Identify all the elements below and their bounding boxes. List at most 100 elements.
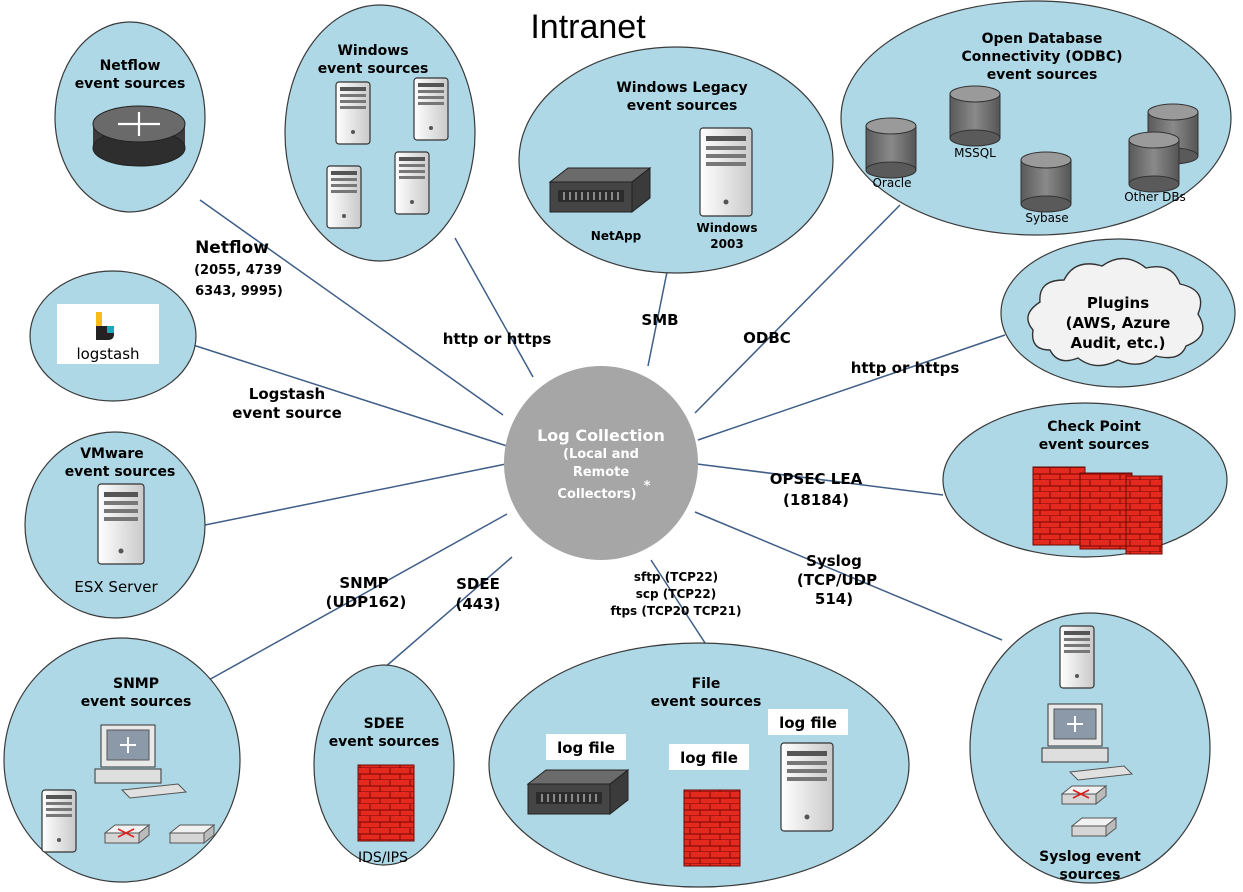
link-plugins bbox=[697, 334, 1006, 441]
proto-syslog-line2: (TCP/UDP bbox=[797, 571, 877, 589]
checkpoint-title-line2: event sources bbox=[1039, 437, 1150, 453]
proto-snmp-line1: SNMP bbox=[339, 574, 388, 592]
proto-file-line2: scp (TCP22) bbox=[636, 587, 716, 601]
database-icon bbox=[1020, 151, 1072, 213]
syslog-sources-node: Syslog event sources bbox=[969, 612, 1211, 884]
server-icon bbox=[394, 151, 430, 215]
windows-2003-label-line1: Windows bbox=[697, 221, 758, 235]
log-collection-hub: Log Collection (Local and Remote Collect… bbox=[504, 366, 698, 560]
vmware-title-line1: VMware bbox=[80, 446, 144, 462]
proto-logstash-line1: Logstash bbox=[249, 385, 325, 403]
file-sources-node: File event sources log file log file log… bbox=[488, 642, 910, 888]
snmp-title-line2: event sources bbox=[81, 694, 192, 710]
server-icon bbox=[335, 81, 371, 145]
checkpoint-sources-node: Check Point event sources bbox=[942, 402, 1228, 558]
proto-netflow-line3: 6343, 9995) bbox=[195, 284, 283, 299]
link-checkpoint bbox=[696, 463, 944, 496]
firewall-icon bbox=[1032, 466, 1163, 555]
link-logstash bbox=[192, 344, 508, 447]
netapp-rack-icon bbox=[549, 167, 651, 213]
server-icon bbox=[41, 789, 77, 853]
logstash-sources-node: logstash bbox=[29, 270, 197, 402]
diagram-title: Intranet bbox=[530, 8, 646, 46]
proto-netflow-line1: Netflow bbox=[195, 238, 269, 258]
desktop-pc-icon bbox=[1041, 703, 1109, 763]
proto-opsec-line2: (18184) bbox=[783, 491, 849, 509]
netflow-sources-node: Netflow event sources bbox=[54, 21, 206, 213]
windows-title-line2: event sources bbox=[318, 61, 429, 77]
database-icon bbox=[865, 117, 917, 179]
esx-server-label: ESX Server bbox=[74, 578, 158, 596]
db-other-label: Other DBs bbox=[1124, 190, 1186, 204]
log-file-tag-3: log file bbox=[779, 714, 837, 732]
proto-smb: SMB bbox=[641, 311, 678, 329]
db-oracle-label: Oracle bbox=[872, 176, 911, 190]
windows-sources-node: Windows event sources bbox=[284, 4, 476, 262]
switch-icon bbox=[1071, 817, 1117, 837]
link-snmp bbox=[197, 513, 508, 687]
server-icon bbox=[326, 165, 362, 229]
proto-sdee-line1: SDEE bbox=[456, 575, 500, 593]
logstash-logo-text: logstash bbox=[76, 345, 139, 363]
netflow-title-line1: Netflow bbox=[100, 58, 161, 74]
odbc-title-line1: Open Database bbox=[982, 31, 1103, 47]
checkpoint-title-line1: Check Point bbox=[1047, 419, 1141, 435]
firewall-icon bbox=[357, 764, 415, 842]
plugins-title-line3: Audit, etc.) bbox=[1070, 334, 1165, 352]
windows-title-line1: Windows bbox=[337, 43, 408, 59]
link-windows-legacy bbox=[647, 271, 668, 367]
sdee-title-line1: SDEE bbox=[364, 716, 405, 732]
firewall-icon bbox=[683, 789, 741, 867]
database-icon bbox=[1128, 131, 1180, 193]
windows-legacy-title-line1: Windows Legacy bbox=[616, 80, 747, 96]
database-icon bbox=[949, 85, 1001, 147]
proto-sdee-line2: (443) bbox=[455, 595, 500, 613]
netflow-title-line2: event sources bbox=[75, 76, 186, 92]
link-vmware bbox=[204, 463, 507, 526]
snmp-sources-node: SNMP event sources bbox=[3, 637, 241, 883]
link-file bbox=[650, 559, 708, 647]
db-mssql-label: MSSQL bbox=[954, 146, 996, 160]
netapp-label: NetApp bbox=[591, 229, 642, 243]
hub-line2: (Local and bbox=[563, 447, 639, 462]
proto-logstash-line2: event source bbox=[232, 404, 342, 422]
odbc-title-line2: Connectivity (ODBC) bbox=[962, 49, 1123, 65]
syslog-title-line1: Syslog event bbox=[1039, 849, 1141, 865]
server-icon bbox=[413, 77, 449, 141]
windows-2003-label-line2: 2003 bbox=[710, 237, 743, 251]
sdee-sources-node: SDEE event sources IDS/IPS bbox=[313, 664, 455, 866]
keyboard-icon bbox=[1068, 765, 1134, 781]
vmware-title-line2: event sources bbox=[65, 464, 176, 480]
proto-file-line3: ftps (TCP20 TCP21) bbox=[611, 604, 742, 618]
hub-line3: Remote bbox=[573, 465, 630, 480]
odbc-title-line3: event sources bbox=[987, 67, 1098, 83]
link-windows bbox=[454, 237, 534, 378]
link-syslog bbox=[694, 511, 1003, 641]
proto-syslog-line1: Syslog bbox=[806, 552, 862, 570]
proto-syslog-line3: 514) bbox=[815, 590, 853, 608]
proto-odbc: ODBC bbox=[743, 329, 791, 347]
connector-lines bbox=[192, 199, 1006, 687]
link-odbc bbox=[694, 204, 901, 414]
proto-file-line1: sftp (TCP22) bbox=[634, 570, 718, 584]
proto-netflow-line2: (2055, 4739 bbox=[194, 263, 282, 278]
proto-snmp-line2: (UDP162) bbox=[326, 593, 407, 611]
link-sdee bbox=[383, 556, 513, 669]
syslog-title-line2: sources bbox=[1060, 867, 1121, 883]
link-netflow bbox=[199, 199, 504, 416]
ids-ips-label: IDS/IPS bbox=[358, 850, 408, 866]
hub-line4: Collectors) bbox=[557, 487, 636, 502]
windows-legacy-title-line2: event sources bbox=[627, 98, 738, 114]
server-icon bbox=[1059, 625, 1095, 689]
hub-asterisk: * bbox=[644, 479, 651, 494]
proto-plugins: http or https bbox=[851, 359, 960, 377]
server-icon bbox=[699, 127, 753, 217]
plugins-title-line1: Plugins bbox=[1087, 294, 1149, 312]
file-title-line2: event sources bbox=[651, 694, 762, 710]
plugins-title-line2: (AWS, Azure bbox=[1066, 314, 1171, 332]
proto-opsec-line1: OPSEC LEA bbox=[770, 470, 863, 488]
log-file-tag-1: log file bbox=[557, 739, 615, 757]
protocol-labels: Netflow (2055, 4739 6343, 9995) http or … bbox=[194, 238, 959, 618]
sdee-title-line2: event sources bbox=[329, 734, 440, 750]
